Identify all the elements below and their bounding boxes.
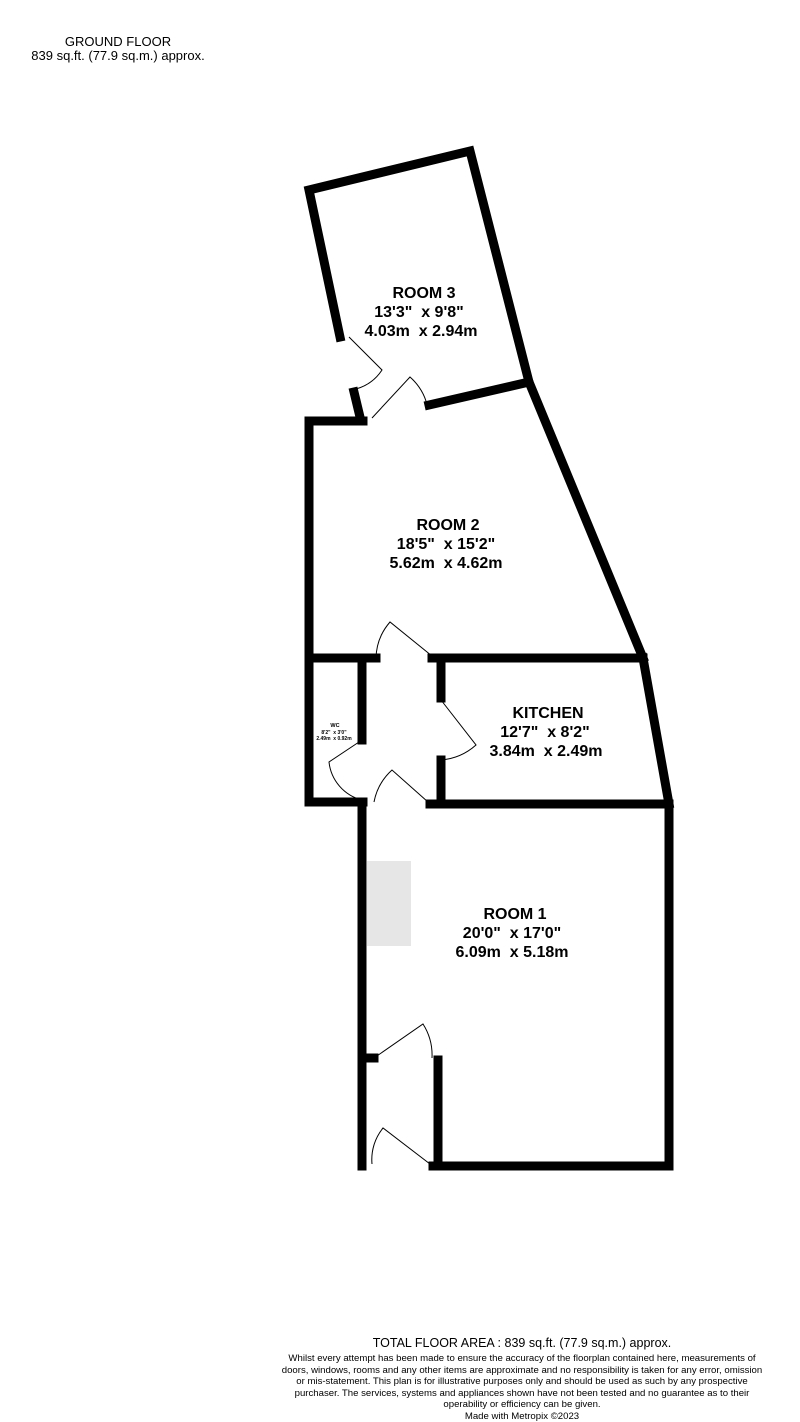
room2-entry-door-swing	[371, 376, 429, 419]
room3-walls	[303, 145, 535, 411]
room3-name: ROOM 3	[392, 285, 455, 302]
vestibule-door-swing	[373, 1023, 433, 1059]
room2-imperial: 18'5" x 15'2"	[397, 536, 495, 553]
kitchen-metric: 3.84m x 2.49m	[490, 743, 603, 760]
wc-imperial: 8'2" x 3'0"	[321, 730, 347, 736]
room2-walls	[304, 416, 368, 807]
walls	[303, 145, 675, 1171]
room1-metric: 6.09m x 5.18m	[456, 944, 569, 961]
wc-metric: 2.49m x 0.92m	[316, 736, 352, 742]
room3-metric: 4.03m x 2.94m	[365, 323, 478, 340]
diagonal-east-wall	[523, 376, 649, 664]
room3-imperial: 13'3" x 9'8"	[374, 304, 464, 321]
kitchen-east-wall	[637, 652, 675, 810]
room1-name: ROOM 1	[483, 906, 546, 923]
credit-text: Made with Metropix ©2023	[464, 1410, 580, 1422]
room1-door-swing	[373, 769, 429, 803]
floor-name: GROUND FLOOR	[64, 34, 172, 49]
wc-door-swing	[328, 739, 363, 801]
kitchen-name: KITCHEN	[512, 705, 583, 722]
room1-east-south-walls	[428, 799, 674, 1171]
floor-area: 839 sq.ft. (77.9 sq.m.) approx.	[31, 48, 205, 63]
footer: TOTAL FLOOR AREA : 839 sq.ft. (77.9 sq.m…	[280, 1336, 764, 1422]
doors	[328, 336, 477, 1165]
room3-door-swing	[348, 336, 383, 390]
kitchen-door-swing	[440, 699, 477, 761]
room1-imperial: 20'0" x 17'0"	[463, 925, 561, 942]
room3-stub-wall	[348, 386, 366, 423]
floor-header: GROUND FLOOR 839 sq.ft. (77.9 sq.m.) app…	[18, 35, 218, 63]
front-door-swing	[371, 1127, 431, 1165]
room2-name: ROOM 2	[416, 517, 479, 534]
kitchen-imperial: 12'7" x 8'2"	[500, 724, 590, 741]
total-floor-area: TOTAL FLOOR AREA : 839 sq.ft. (77.9 sq.m…	[372, 1336, 672, 1350]
fixture-unit	[367, 861, 411, 946]
room2-metric: 5.62m x 4.62m	[390, 555, 503, 572]
room2-door-swing	[375, 621, 433, 659]
disclaimer-text: Whilst every attempt has been made to en…	[281, 1353, 763, 1411]
wc-name: WC	[330, 723, 339, 729]
